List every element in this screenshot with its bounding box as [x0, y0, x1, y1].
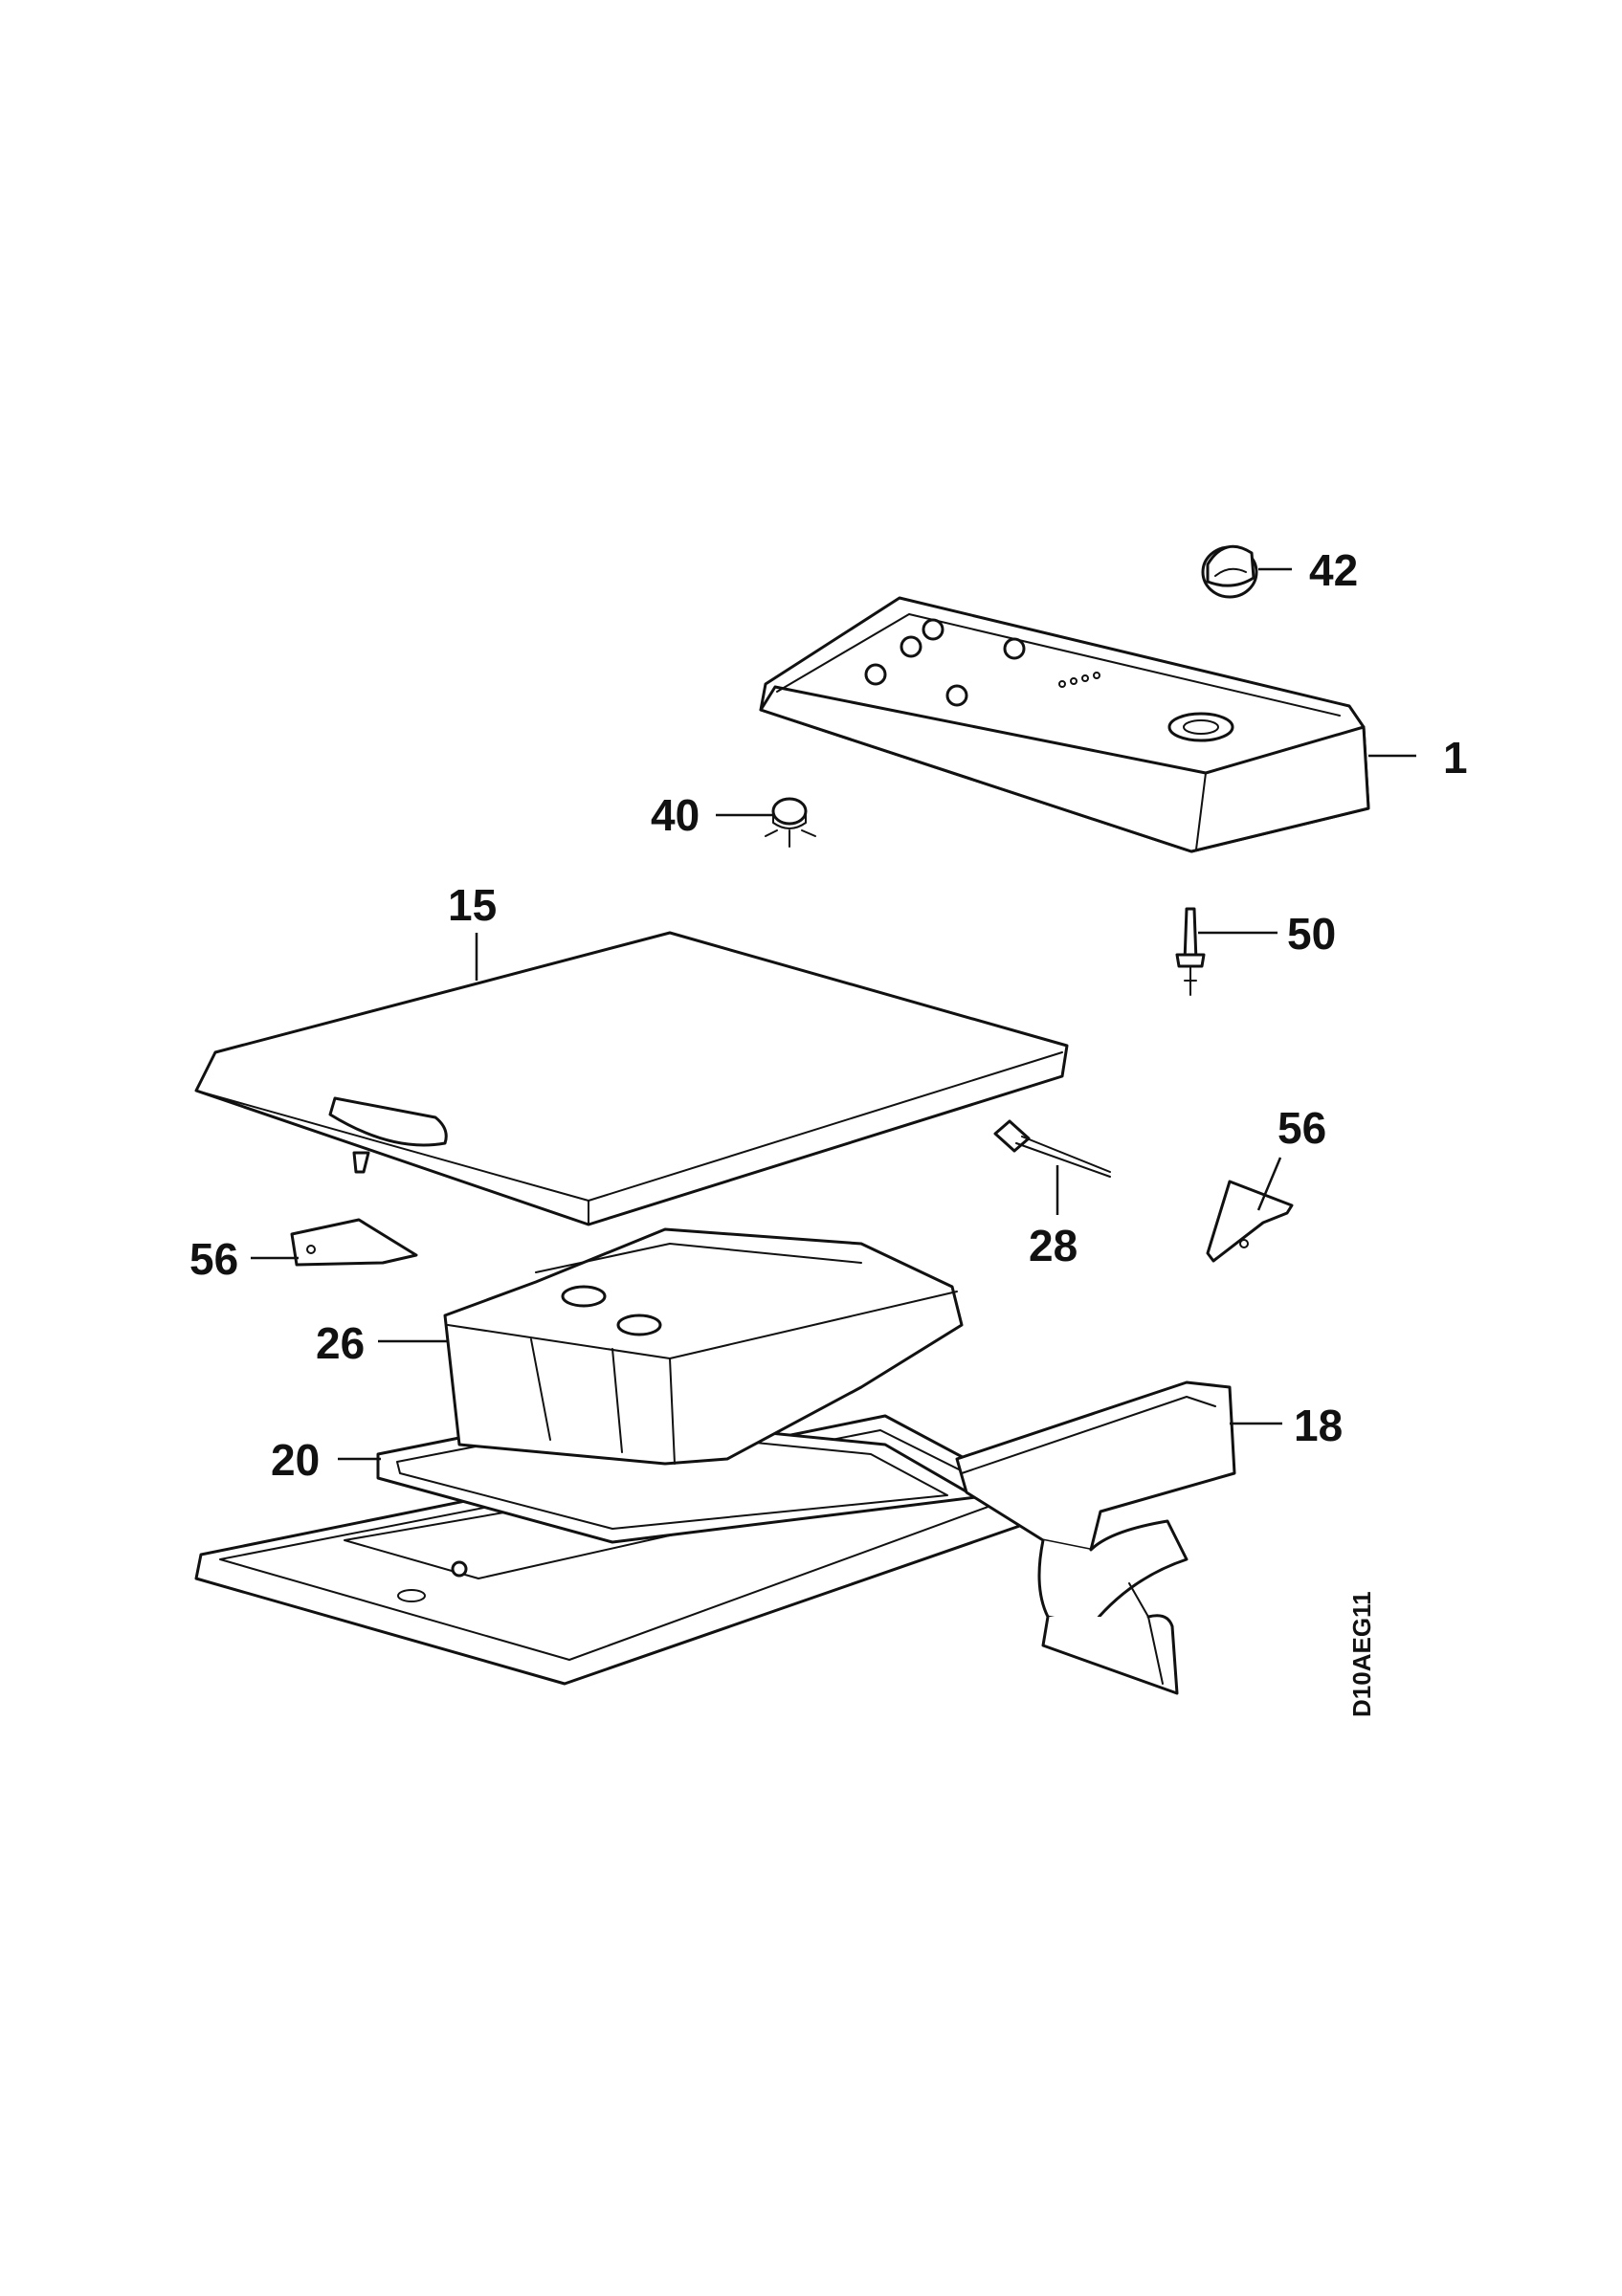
callout-20: 20 — [271, 1435, 320, 1485]
part-1-control-panel — [759, 596, 1370, 853]
part-50-pin — [1175, 907, 1206, 996]
part-26-drawer — [443, 1227, 964, 1466]
callout-40: 40 — [651, 790, 700, 840]
leader-lines — [251, 567, 1416, 1461]
part-42-knob — [1201, 544, 1258, 599]
part-18-hinge-bracket — [955, 1380, 1236, 1695]
callout-56-left: 56 — [189, 1234, 238, 1284]
callout-26: 26 — [316, 1318, 365, 1368]
part-56-bracket-right — [1206, 1180, 1294, 1263]
callout-42: 42 — [1309, 545, 1358, 595]
callout-56-right: 56 — [1278, 1103, 1326, 1153]
callout-50: 50 — [1287, 909, 1336, 959]
part-28-rod — [993, 1119, 1111, 1178]
part-15-lid — [194, 931, 1069, 1226]
callout-1: 1 — [1443, 733, 1468, 783]
part-40-button — [765, 797, 816, 848]
part-56-bracket-left — [290, 1218, 418, 1267]
callout-18: 18 — [1294, 1401, 1343, 1450]
callout-15: 15 — [448, 880, 497, 930]
callout-28: 28 — [1029, 1221, 1078, 1270]
drawing-code: D10AEG11 — [1347, 1591, 1376, 1717]
